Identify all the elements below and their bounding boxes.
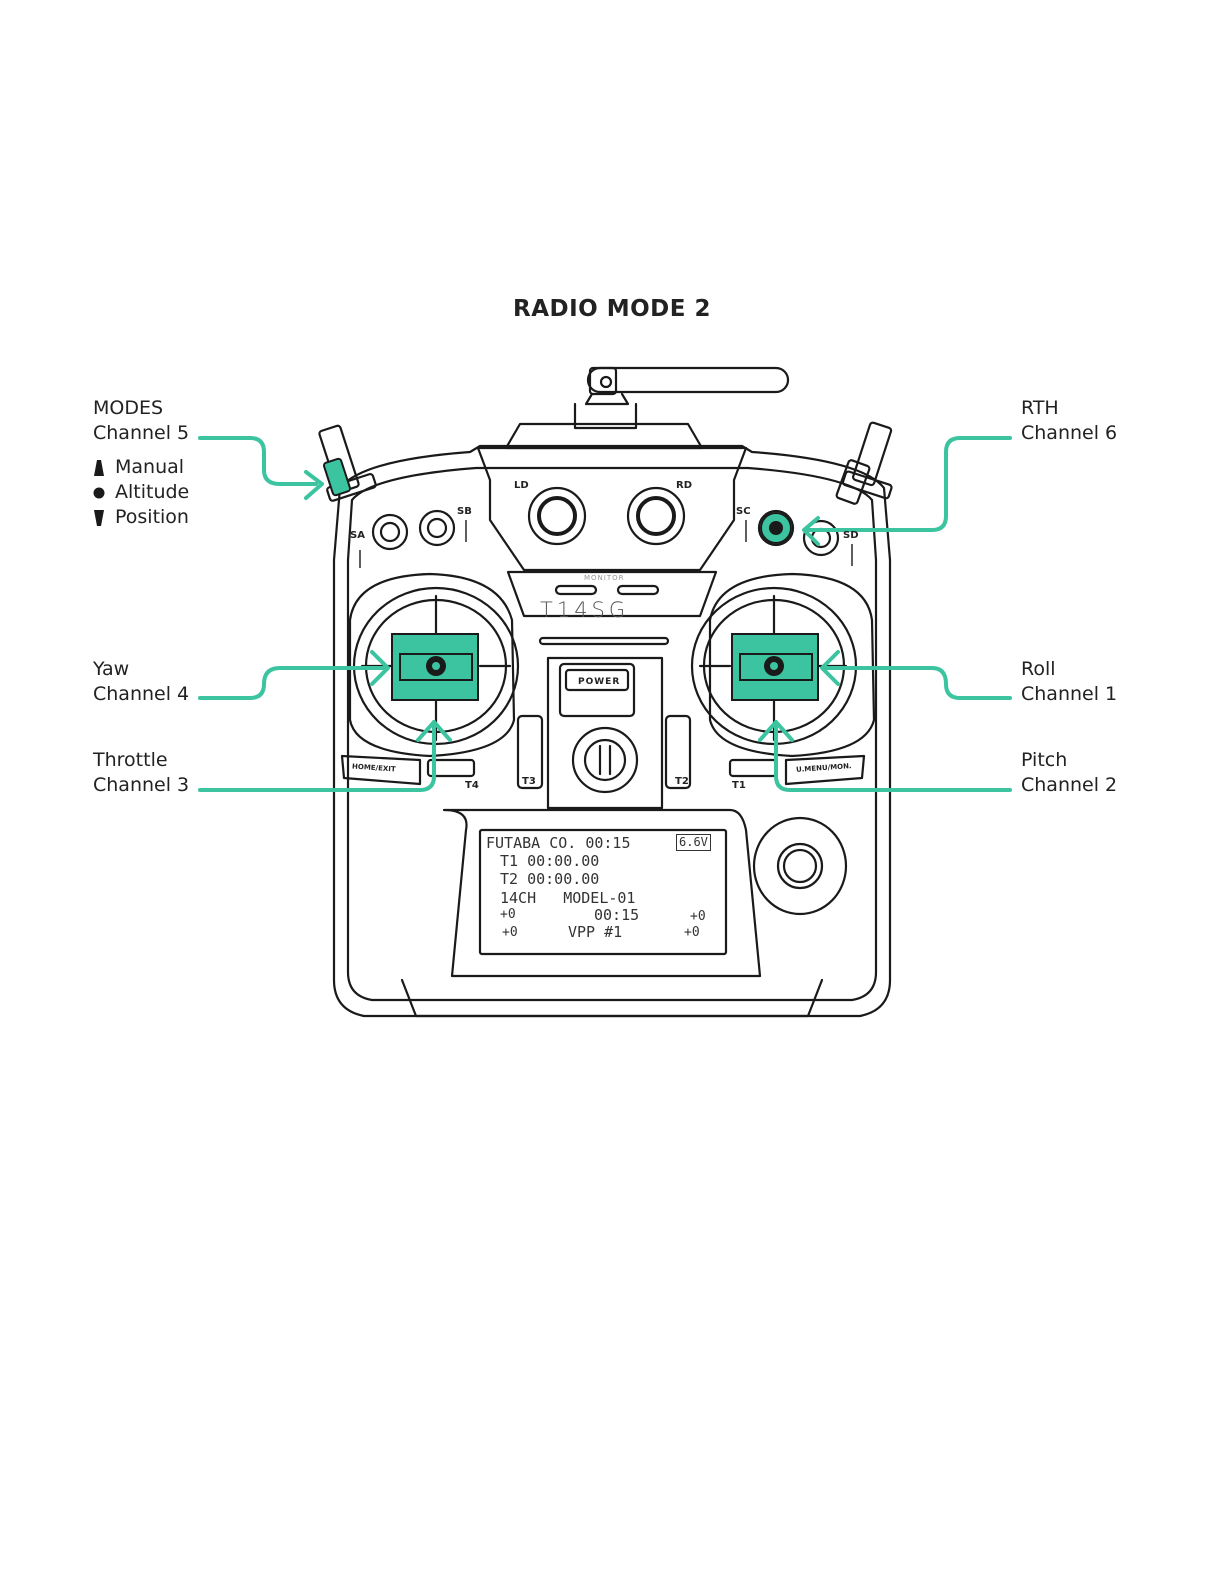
trim-t4-label: T4 [465,780,479,791]
lcd-line3: T2 00:00.00 [500,870,599,888]
legend-item-altitude: Altitude [93,480,189,505]
right-stick-plate [732,634,818,700]
legend-item-manual: Manual [93,455,189,480]
lcd-screen: FUTABA CO. 00:15 6.6V T1 00:00.00 T2 00:… [484,832,720,950]
switch-down-icon [93,509,115,527]
lcd-line4: 14CH MODEL-01 [500,889,635,907]
throttle-leader [200,722,434,790]
lcd-line1: FUTABA CO. 00:15 [486,834,631,852]
modes-legend: Manual Altitude Position [93,455,189,530]
switch-sd-label: SD [843,530,859,541]
switch-sc-label: SC [736,506,751,517]
switch-sa-label: SA [350,530,365,541]
antenna [575,368,788,428]
legend-item-position: Position [93,505,189,530]
switch-middle-icon [93,484,115,502]
modes-leader [200,438,316,484]
lcd-line5a: +0 [500,906,516,924]
switch-up-icon [93,459,115,477]
switch-sh [842,419,909,499]
knob-rd-label: RD [676,480,692,491]
lcd-line6a: +0 [502,924,518,942]
model-name: T14SG [540,598,629,622]
center-panel [478,448,746,570]
rth-leader [806,438,1010,530]
left-stick-plate [392,634,478,700]
trim-t1-label: T1 [732,780,746,791]
switch-sb-label: SB [457,506,472,517]
pitch-leader [776,722,1010,790]
lcd-line5b: 00:15 [594,906,639,924]
knob-ld-label: LD [514,480,529,491]
lcd-line2: T1 00:00.00 [500,852,599,870]
lcd-line6c: +0 [684,924,700,942]
monitor-label: MONITOR [584,574,625,582]
trim-t2-label: T2 [675,776,689,787]
power-label: POWER [578,677,620,687]
lcd-voltage: 6.6V [676,834,711,851]
lcd-line6b: VPP #1 [568,923,622,941]
trim-t3-label: T3 [522,776,536,787]
